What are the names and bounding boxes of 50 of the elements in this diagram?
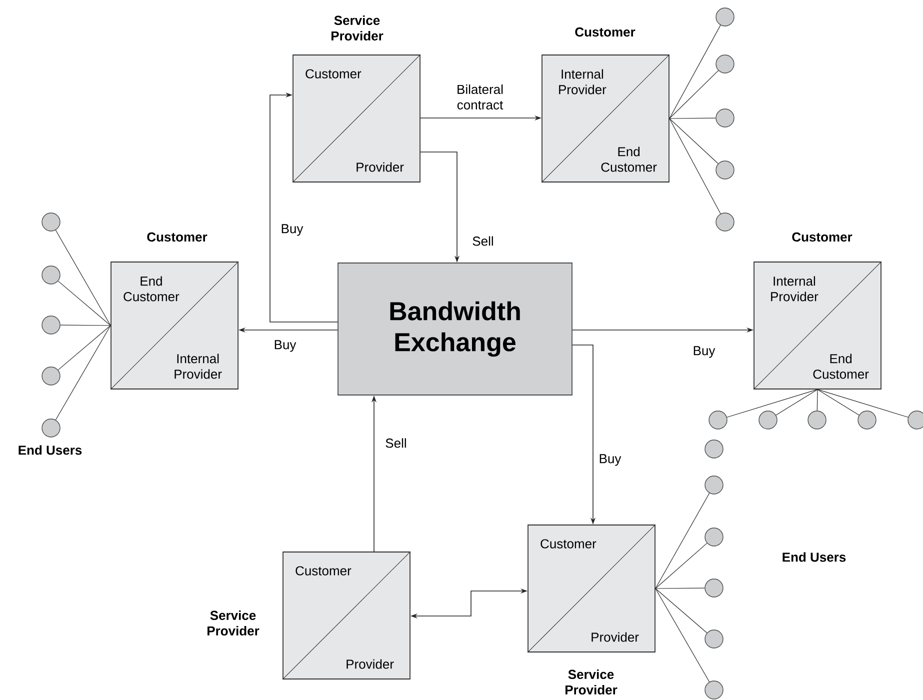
edge-label: Sell <box>471 235 495 247</box>
box-heading: Service Provider <box>566 669 618 695</box>
box-label: Customer <box>306 69 362 78</box>
end-user-circle <box>42 212 60 232</box>
group-label: End Users <box>782 552 846 562</box>
box-label: Internal Provider <box>559 69 606 94</box>
end-user-circle <box>704 528 724 546</box>
edge-label: Sell <box>384 437 408 449</box>
end-user-circle <box>42 418 60 438</box>
box-heading: Customer <box>575 27 636 37</box>
end-user-circle <box>808 410 826 430</box>
end-user-circle <box>716 8 734 26</box>
end-user-circle <box>42 316 60 334</box>
arrow <box>270 92 338 322</box>
exchange-box: Bandwidth Exchange <box>338 262 572 396</box>
box-label: Provider <box>356 162 404 172</box>
box-label: Provider <box>592 632 639 642</box>
end-user-circle <box>704 476 724 494</box>
box-label: Provider <box>346 659 394 669</box>
end-user-circle <box>42 266 60 284</box>
box-label: Internal Provider <box>174 354 222 379</box>
end-user-circle <box>704 630 724 648</box>
end-user-circle <box>716 212 734 232</box>
box-label: End Customer <box>124 276 180 302</box>
end-user-circle <box>704 440 724 458</box>
edge-label: Buy <box>272 339 298 353</box>
end-user-circle <box>716 108 734 128</box>
end-user-circle <box>758 410 778 430</box>
end-user-circle <box>704 680 724 700</box>
end-user-circle <box>716 160 734 180</box>
box-heading: Service Provider <box>208 610 260 636</box>
box-label: End Customer <box>813 354 869 379</box>
box-label: End Customer <box>601 146 657 172</box>
end-user-circle <box>858 410 876 430</box>
end-user-circle <box>704 578 724 598</box>
box-heading: Customer <box>147 232 208 242</box>
box-heading: Customer <box>792 232 852 242</box>
box-heading: Service Provider <box>332 15 384 41</box>
end-user-circle <box>708 410 728 430</box>
end-user-circle <box>908 410 923 430</box>
edge-label: Buy <box>598 453 622 467</box>
box-label: Customer <box>296 566 352 576</box>
edge-label: Buy <box>280 223 304 237</box>
group-label: End Users <box>18 445 82 455</box>
box-label: Customer <box>540 539 596 548</box>
end-user-circle <box>42 366 60 386</box>
edge-label: Bilateral contract <box>449 83 511 111</box>
end-user-circle <box>716 54 734 74</box>
box-label: Internal Provider <box>771 276 818 302</box>
edge-label: Buy <box>692 345 716 359</box>
